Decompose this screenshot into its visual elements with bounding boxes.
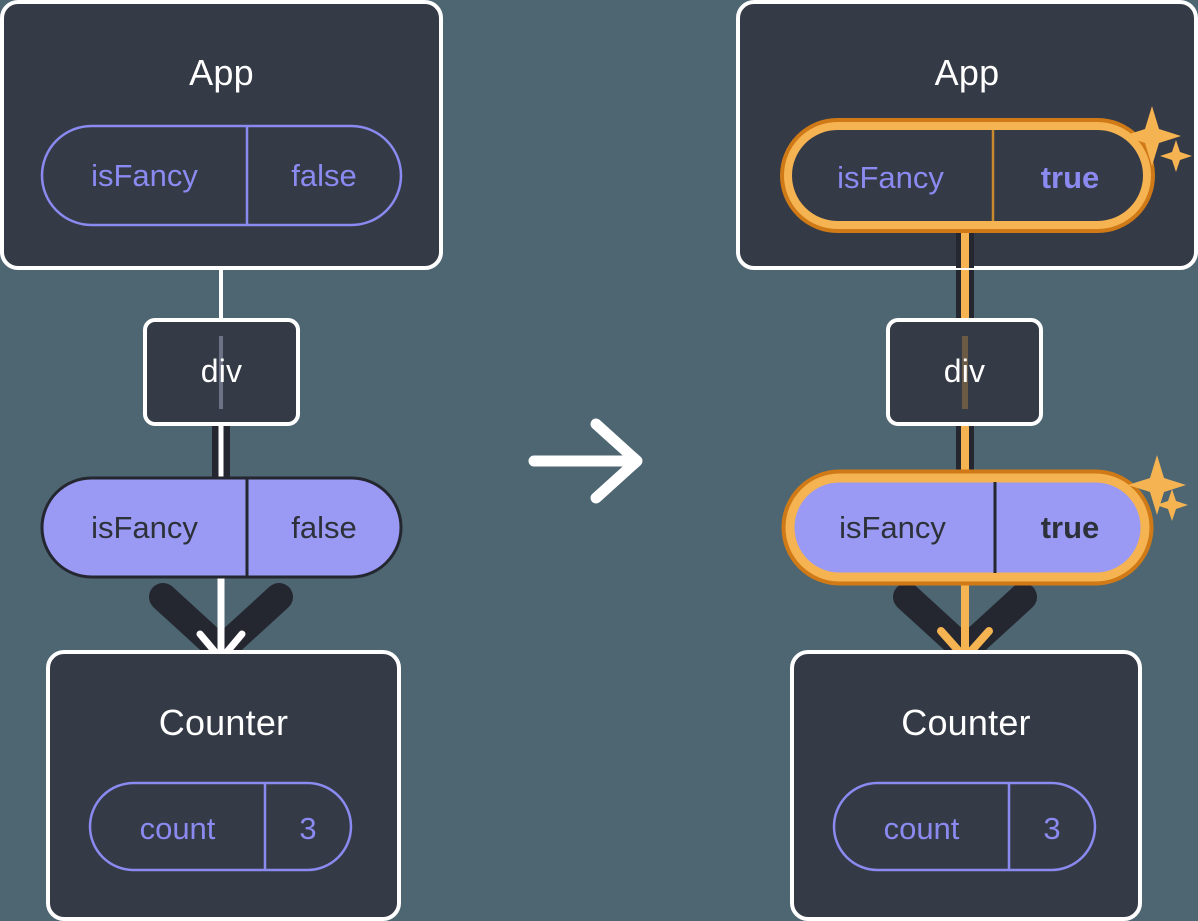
right-counter-pill — [832, 781, 1097, 872]
left-counter-box — [46, 650, 401, 921]
left-counter-pill — [88, 781, 353, 872]
left-app-pill — [40, 124, 403, 227]
sparkles-icon — [1123, 106, 1192, 172]
right-prop-pill — [785, 473, 1150, 582]
left-prop-pill — [40, 476, 403, 579]
arrow-right-icon — [528, 418, 643, 504]
right-counter-box — [790, 650, 1142, 921]
sparkles-icon-2 — [1128, 455, 1188, 521]
left-app-box — [0, 0, 443, 270]
right-app-pill — [784, 122, 1151, 229]
